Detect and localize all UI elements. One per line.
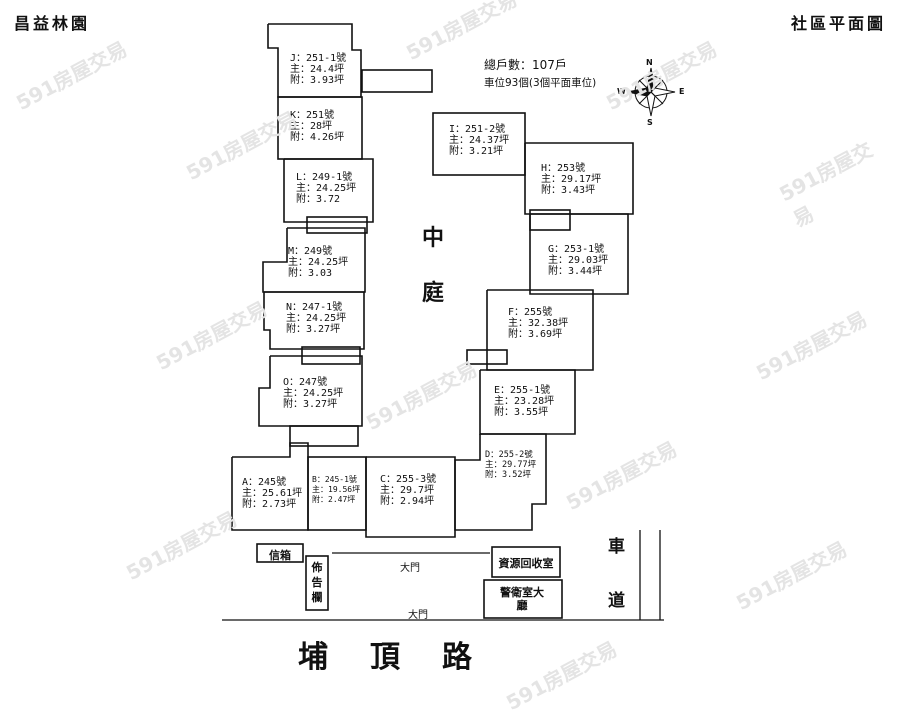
compass-east-label: E bbox=[679, 87, 685, 96]
unit-label-f: F：255號主：32.38坪附：3.69坪 bbox=[508, 307, 569, 340]
unit-outline-d bbox=[454, 433, 547, 531]
unit-outline-f bbox=[486, 289, 594, 371]
mailbox-box bbox=[256, 543, 304, 563]
recycle-box bbox=[491, 546, 561, 578]
recycling-room-label: 資源回收室 bbox=[498, 557, 554, 570]
courtyard-label-1: 中 bbox=[422, 225, 445, 251]
unit-outline-n bbox=[263, 291, 365, 350]
road-name: 埔頂路 bbox=[298, 640, 514, 675]
balcony-l bbox=[306, 216, 368, 234]
outer-gate-label: 大門 bbox=[408, 610, 428, 621]
community-name: 昌益林園 bbox=[14, 14, 91, 33]
compass-south-label: S bbox=[647, 118, 653, 127]
unit-label-d: D：255-2號主：29.77坪附：3.52坪 bbox=[485, 450, 537, 480]
unit-label-g: G：253-1號主：29.03坪附：3.44坪 bbox=[548, 244, 609, 277]
plan-title: 社區平面圖 bbox=[790, 14, 886, 33]
corridor-o bbox=[289, 425, 359, 447]
mailbox-label: 信箱 bbox=[269, 549, 291, 562]
balcony-j bbox=[361, 69, 433, 93]
parking-count: 車位93個(3個平面車位) bbox=[484, 77, 597, 89]
bulletin-board-label: 佈告欄 bbox=[311, 561, 323, 604]
courtyard-label-2: 庭 bbox=[422, 280, 445, 306]
unit-outline-a bbox=[231, 442, 309, 531]
unit-outline-o bbox=[258, 355, 363, 427]
unit-label-o: O：247號主：24.25坪附：3.27坪 bbox=[283, 377, 344, 410]
balcony-f bbox=[466, 349, 508, 365]
unit-label-n: N：247-1號主：24.25坪附：3.27坪 bbox=[286, 302, 347, 335]
floor-plan-drawing bbox=[222, 23, 676, 621]
compass-west-label: W bbox=[617, 87, 626, 96]
unit-label-b: B：245-1號主：19.56坪附：2.47坪 bbox=[312, 475, 361, 504]
bulletin-box bbox=[305, 555, 329, 611]
unit-outline-l bbox=[283, 158, 374, 223]
unit-label-l: L：249-1號主：24.25坪附：3.72 bbox=[296, 172, 357, 205]
unit-outline-m bbox=[262, 227, 366, 293]
unit-label-i: I：251-2號主：24.37坪附：3.21坪 bbox=[449, 124, 510, 157]
inner-gate-label: 大門 bbox=[400, 563, 420, 574]
unit-label-e: E：255-1號主：23.28坪附：3.55坪 bbox=[494, 385, 555, 418]
unit-label-j: J：251-1號主：24.4坪附：3.93坪 bbox=[290, 53, 347, 86]
unit-label-a: A：245號主：25.61坪附：2.73坪 bbox=[242, 477, 303, 510]
unit-label-m: M：249號主：24.25坪附：3.03 bbox=[288, 246, 349, 279]
unit-outline-c bbox=[365, 456, 456, 538]
balcony-h bbox=[529, 209, 571, 231]
unit-label-k: K：251號主：28坪附：4.26坪 bbox=[290, 110, 345, 143]
compass-rose bbox=[626, 67, 676, 117]
unit-outline-h bbox=[524, 142, 634, 215]
guard-room-label: 警衛室大廳 bbox=[500, 586, 544, 612]
unit-outline-e bbox=[479, 369, 576, 435]
guard-box bbox=[483, 579, 563, 619]
unit-label-h: H：253號主：29.17坪附：3.43坪 bbox=[541, 163, 602, 196]
unit-label-c: C：255-3號主：29.7坪附：2.94坪 bbox=[380, 474, 437, 507]
household-count: 總戶數：107戶 bbox=[484, 58, 567, 72]
unit-outline-g bbox=[529, 213, 629, 295]
driveway-label: 車道 bbox=[608, 537, 625, 611]
compass-north-label: N bbox=[646, 58, 653, 67]
